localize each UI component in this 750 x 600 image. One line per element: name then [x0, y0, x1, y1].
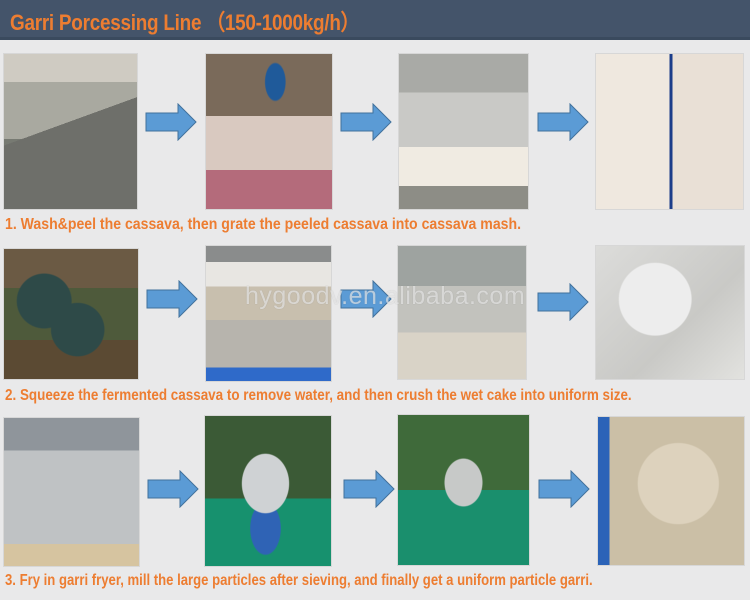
mill-photo: Mill for large particles — [397, 414, 530, 566]
watermark-text: hygoodv.en.alibaba.com — [245, 282, 526, 310]
cake-crusher-photo: Wet cake crusher — [397, 245, 527, 380]
washing-peeling-machine-photo: Washing & peeling machine — [3, 53, 138, 210]
grating-machine-photo: Grating machine with output bins — [398, 53, 529, 210]
vibrating-sieve-photo: Vibrating sieve — [204, 415, 332, 567]
hydraulic-press-photo: Sliding bed dewatering press — [205, 245, 332, 382]
step-3-caption: 3. Fry in garri fryer, mill the large pa… — [5, 572, 593, 589]
arrow-right-icon — [147, 470, 199, 508]
arrow-right-icon — [146, 280, 198, 318]
header-banner: Garri Porcessing Line （150-1000kg/h） — [0, 0, 750, 40]
page-title: Garri Porcessing Line （150-1000kg/h） — [10, 10, 360, 35]
fermentation-barrels-photo: Fermenting cassava in barrels — [3, 248, 139, 380]
arrow-right-icon — [340, 103, 392, 141]
cassava-mash-photo: Cassava mash in bins — [595, 53, 744, 210]
garri-fryer-photo: Garri fryer — [3, 417, 140, 567]
step-1-caption: 1. Wash&peel the cassava, then grate the… — [5, 216, 521, 233]
cassava-grater-photo: Cassava grater — [205, 53, 333, 210]
finished-garri-photo: Uniform particle garri — [597, 416, 745, 566]
arrow-right-icon — [538, 470, 590, 508]
arrow-right-icon — [145, 103, 197, 141]
crushed-cake-photo: Crushed wet cake — [595, 245, 745, 380]
arrow-right-icon — [343, 470, 395, 508]
step-2-caption: 2. Squeeze the fermented cassava to remo… — [5, 387, 632, 404]
arrow-right-icon — [537, 103, 589, 141]
arrow-right-icon — [537, 283, 589, 321]
arrow-right-icon — [340, 280, 392, 318]
